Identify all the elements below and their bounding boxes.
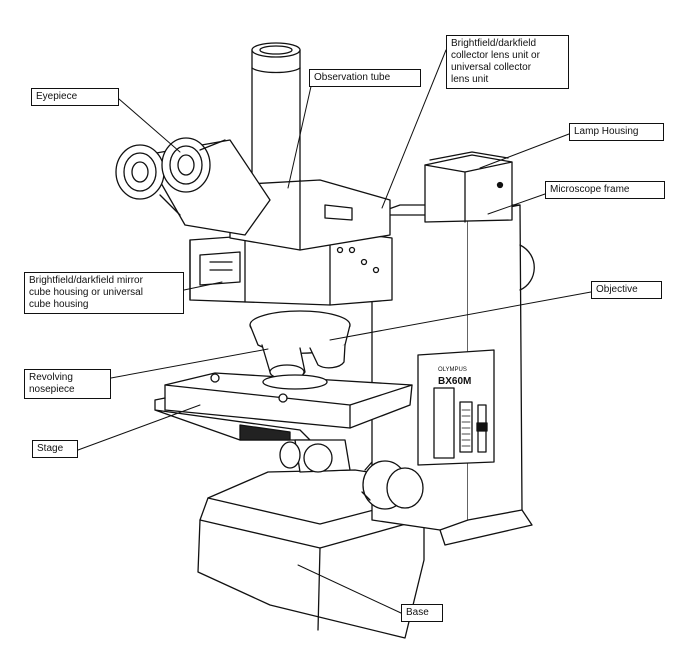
label-base: Base [401, 604, 443, 622]
label-stage: Stage [32, 440, 78, 458]
stage [154, 372, 413, 441]
label-objective: Objective [591, 281, 662, 299]
model-name: BX60M [438, 376, 471, 387]
lamp-housing [424, 151, 513, 223]
label-revolving-nosepiece: Revolving nosepiece [24, 369, 111, 399]
leader-lines [77, 49, 592, 614]
label-collector-lens-unit: Brightfield/darkfield collector lens uni… [446, 35, 569, 89]
eyepieces [115, 137, 271, 236]
label-mirror-cube-housing: Brightfield/darkfield mirror cube housin… [24, 272, 184, 314]
brand-logo: OLYMPUS [438, 367, 467, 373]
revolving-nosepiece [249, 310, 351, 380]
observation-tube [229, 42, 391, 251]
control-panel: OLYMPUS BX60M [417, 349, 495, 466]
label-microscope-frame: Microscope frame [545, 181, 665, 199]
focus-knob [279, 439, 424, 510]
label-lamp-housing: Lamp Housing [569, 123, 664, 141]
label-eyepiece: Eyepiece [31, 88, 119, 106]
label-observation-tube: Observation tube [309, 69, 421, 87]
